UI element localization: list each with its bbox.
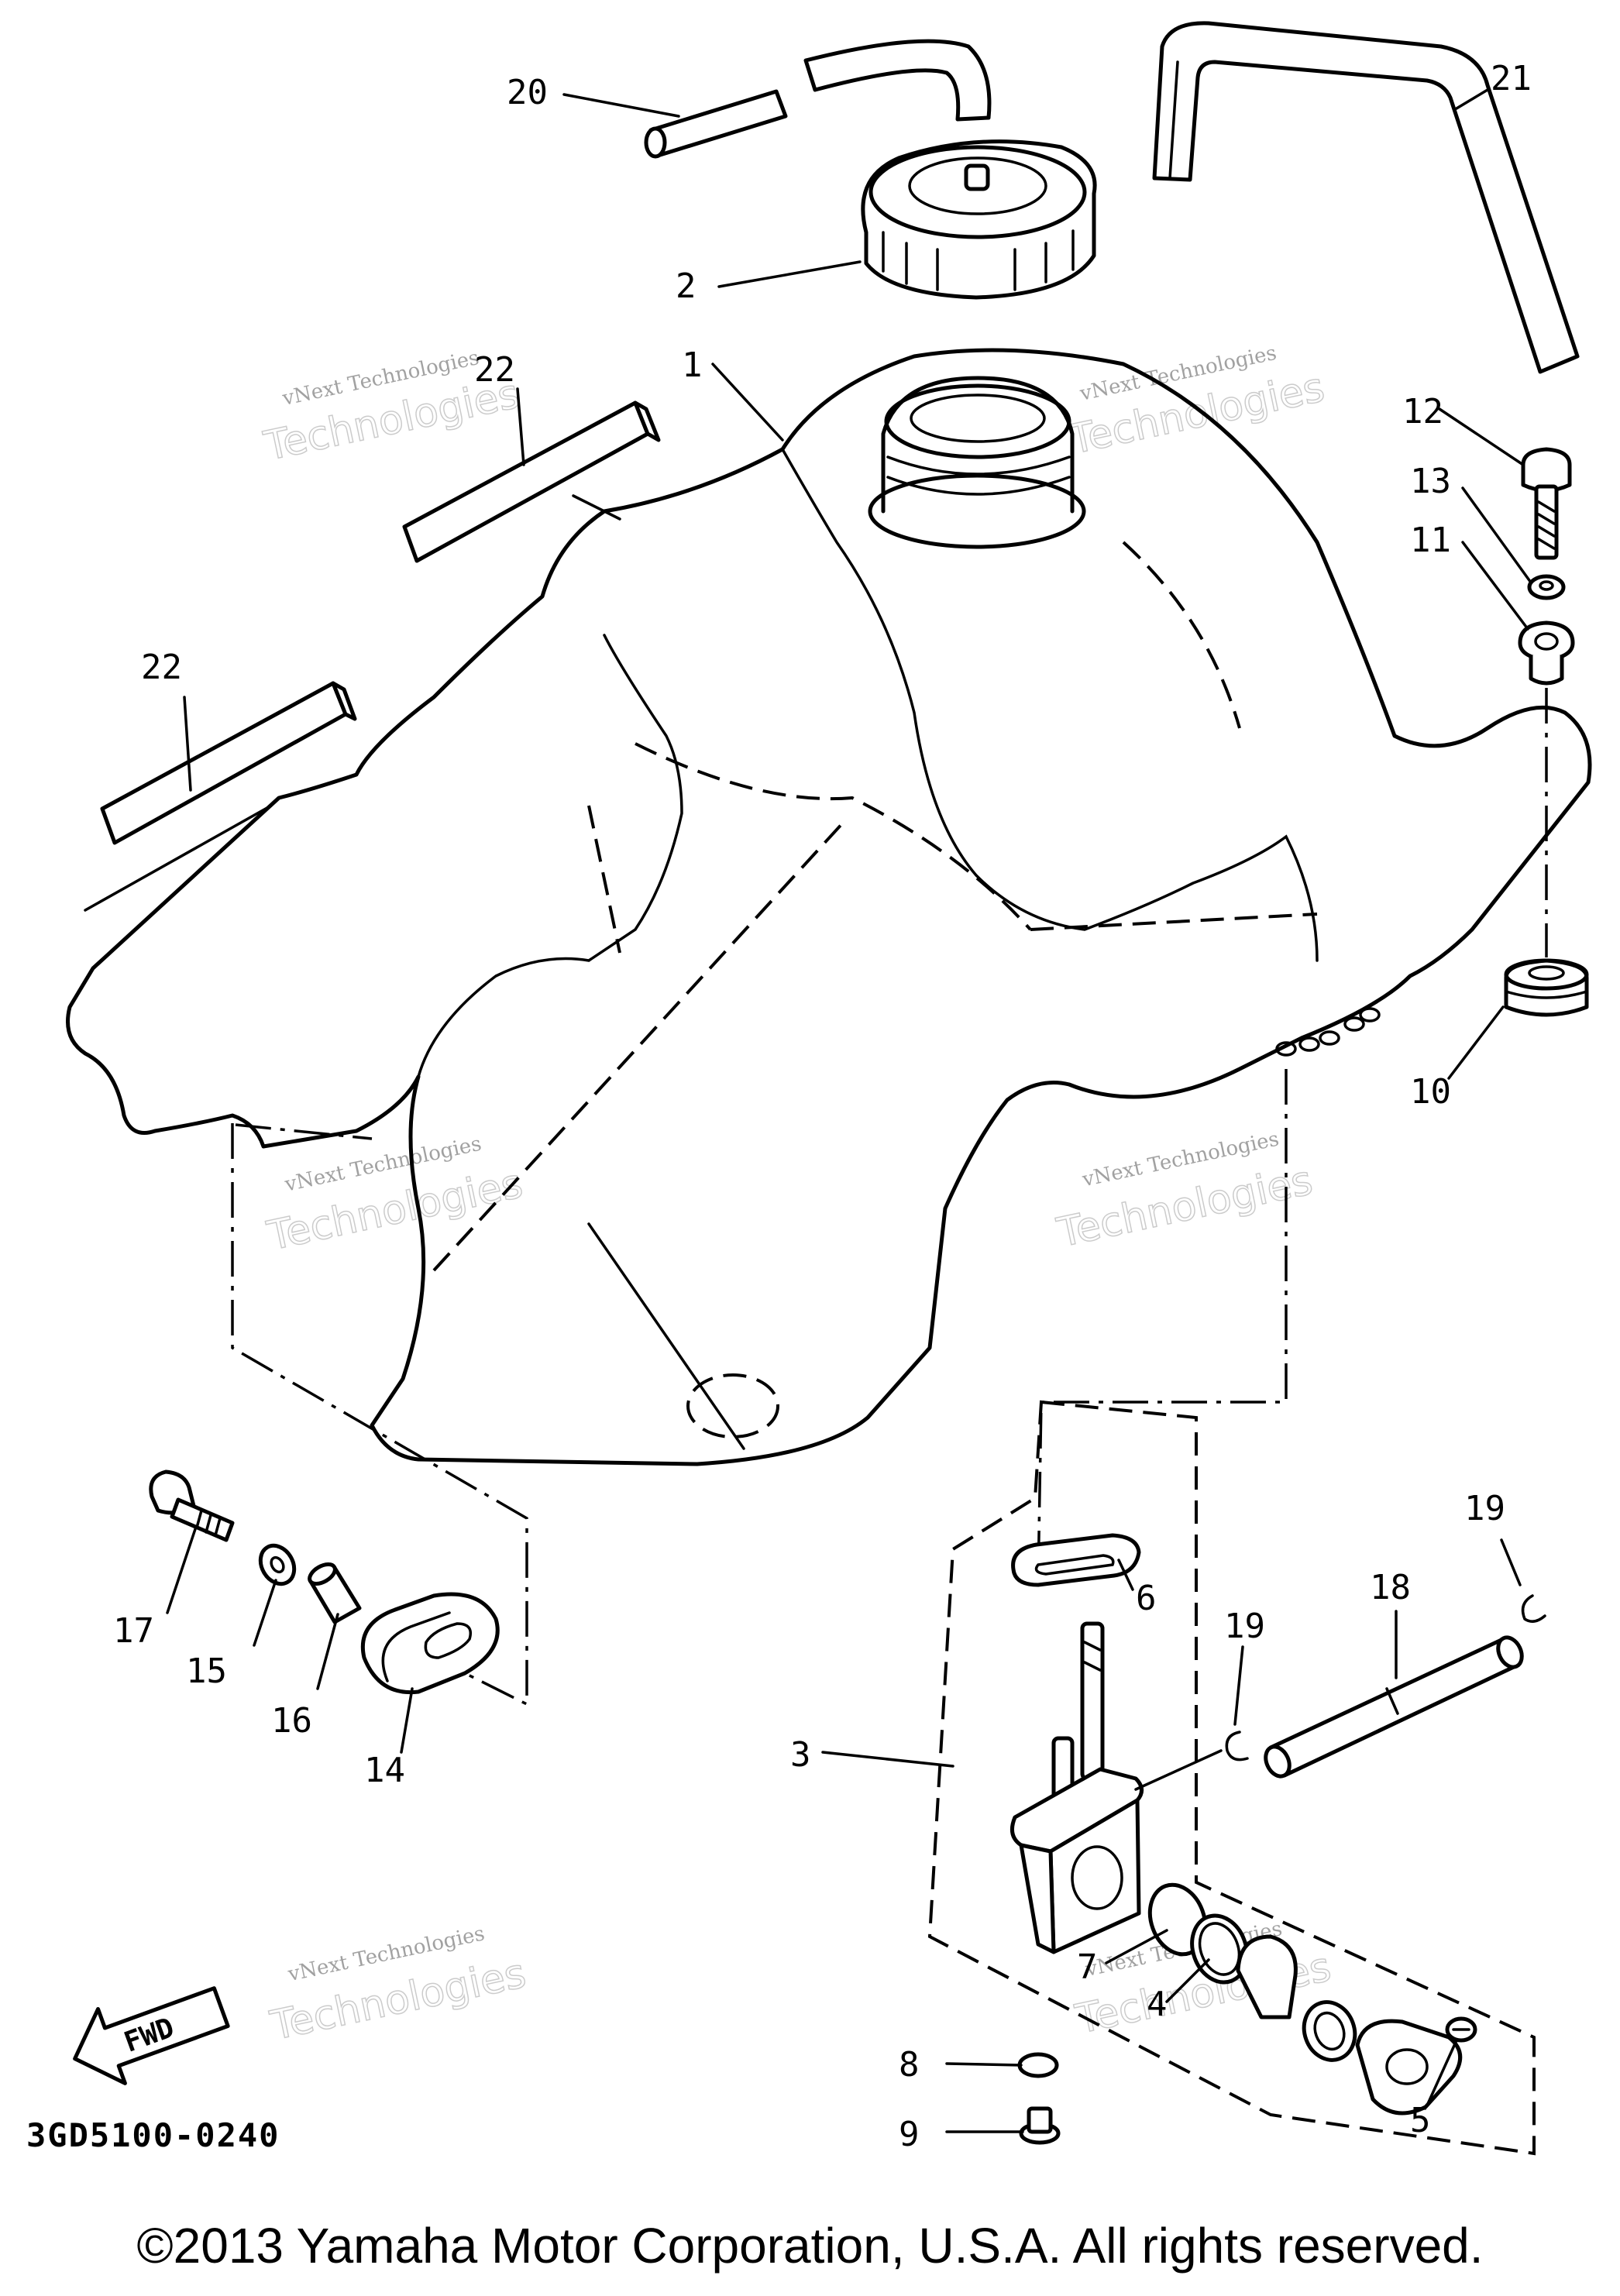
tank-bolt-holes — [1275, 1007, 1381, 1057]
breather-hose-part-20 — [644, 39, 992, 159]
collar-part-11 — [1518, 620, 1575, 686]
fuel-hose-part-18 — [1264, 1635, 1524, 1779]
callout-21: 21 — [1491, 59, 1532, 98]
strap-part-21 — [1152, 21, 1580, 374]
o-ring-part-4 — [1190, 1913, 1249, 1985]
collar-part-16 — [308, 1562, 362, 1624]
copyright-notice: ©2013 Yamaha Motor Corporation, U.S.A. A… — [136, 2218, 1484, 2274]
lever-plate — [1236, 1934, 1298, 2019]
callout-labels: 1 2 3 4 5 6 7 8 9 10 11 12 13 14 15 16 1… — [113, 59, 1532, 2154]
callout-18: 18 — [1370, 1568, 1411, 1607]
callout-12: 12 — [1402, 392, 1443, 431]
fwd-arrow-icon: FWD — [73, 1986, 230, 2085]
callout-20: 20 — [507, 73, 548, 112]
callout-14: 14 — [364, 1751, 405, 1790]
callout-11: 11 — [1410, 521, 1451, 560]
fuel-tank-part-1 — [66, 348, 1592, 1466]
gasket-part-6 — [1011, 1533, 1141, 1587]
callout-22-lower: 22 — [141, 648, 182, 687]
watermark-5: Technologies vNext Technologies — [266, 1922, 531, 2050]
drain-bolt-part-9 — [1019, 2106, 1061, 2145]
fuel-cock-dash-line — [1037, 1069, 1288, 1581]
fuel-cock-part-3 — [1009, 1621, 1144, 1954]
clip-part-19-right — [1521, 1594, 1546, 1623]
callout-10: 10 — [1410, 1072, 1451, 1112]
left-mount-dash-line-2 — [235, 1123, 373, 1140]
callout-3: 3 — [790, 1735, 811, 1775]
bolt-part-17 — [149, 1469, 235, 1542]
callout-5: 5 — [1410, 2101, 1431, 2140]
diagram-reference-code: 3GD5100-0240 — [26, 2116, 280, 2154]
callout-7: 7 — [1077, 1947, 1098, 1987]
callout-9: 9 — [899, 2115, 920, 2154]
left-mount-dash-line — [231, 1123, 528, 1707]
seal-ring — [1302, 2000, 1357, 2062]
grommet-part-14 — [360, 1592, 500, 1695]
clip-part-19-left — [1225, 1731, 1249, 1762]
pad-part-22-upper — [402, 400, 661, 563]
grommet-part-10 — [1504, 958, 1589, 1017]
watermark-2: Technologies vNext Technologies — [1065, 342, 1329, 465]
hose-connector-line — [1134, 1749, 1223, 1791]
callout-4: 4 — [1147, 1985, 1168, 2024]
watermark-3: Technologies vNext Technologies — [263, 1133, 528, 1261]
callout-15: 15 — [186, 1652, 227, 1691]
screw-part-5 — [1445, 2016, 1477, 2043]
pad-part-22-lower — [84, 681, 357, 912]
washer-part-13 — [1527, 574, 1566, 600]
callout-17: 17 — [113, 1611, 154, 1651]
callout-19-left: 19 — [1224, 1607, 1265, 1646]
fuel-cap-part-2 — [861, 139, 1097, 300]
callout-8: 8 — [899, 2045, 920, 2085]
fuel-cock-group-outline — [927, 1400, 1536, 2156]
callout-19-right: 19 — [1464, 1489, 1505, 1528]
callout-16: 16 — [271, 1701, 312, 1741]
callout-6: 6 — [1136, 1579, 1157, 1618]
filler-neck — [868, 376, 1086, 549]
callout-22-upper: 22 — [474, 350, 515, 390]
watermark-4: Technologies vNext Technologies — [1052, 1127, 1317, 1257]
leader-lines — [166, 88, 1532, 2133]
callout-13: 13 — [1410, 462, 1451, 501]
callout-2: 2 — [676, 266, 696, 306]
bolt-part-12 — [1521, 447, 1572, 560]
washer-part-8 — [1017, 2052, 1059, 2078]
callout-1: 1 — [682, 345, 703, 385]
washer-part-15 — [258, 1543, 297, 1586]
